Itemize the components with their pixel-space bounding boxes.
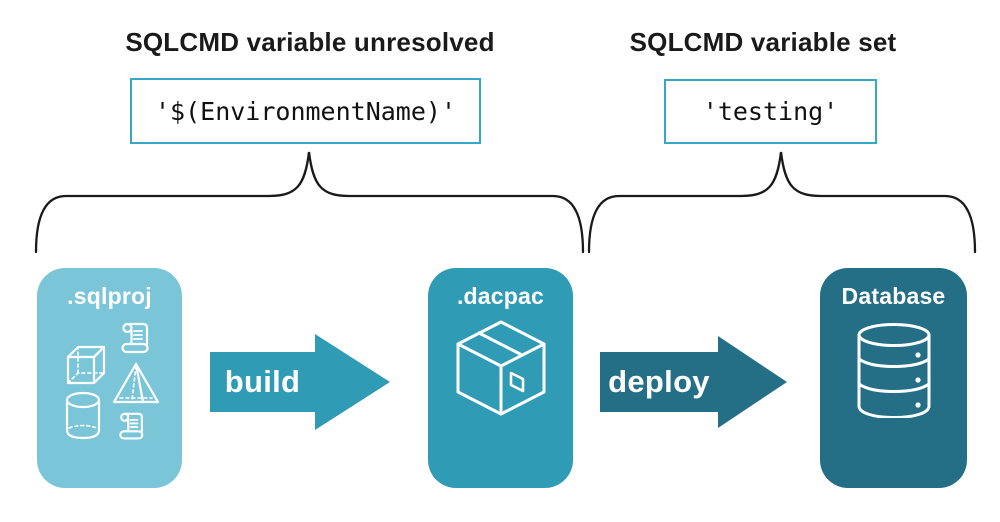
sqlproj-card-label: .sqlproj: [67, 283, 152, 309]
sql-objects-icon: [65, 322, 160, 440]
set-variable-title: SQLCMD variable set: [629, 27, 897, 57]
database-cylinder-icon: [857, 323, 930, 418]
brace-build-scope-icon: [34, 151, 585, 254]
sqlproj-card: .sqlproj: [37, 268, 182, 488]
set-variable-code: 'testing': [702, 97, 839, 126]
build-arrow-label: build: [224, 364, 301, 399]
unresolved-variable-code-box: '$(EnvironmentName)': [130, 78, 481, 144]
brace-deploy-scope-icon: [587, 151, 977, 254]
unresolved-variable-code: '$(EnvironmentName)': [154, 96, 457, 126]
dacpac-card-label: .dacpac: [456, 283, 545, 309]
package-box-icon: [456, 320, 545, 416]
database-card: Database: [820, 268, 967, 488]
build-arrow: [210, 334, 390, 430]
deploy-arrow: [600, 336, 787, 428]
set-variable-code-box: 'testing': [664, 79, 877, 144]
deploy-arrow-label: deploy: [608, 364, 710, 399]
database-card-label: Database: [841, 283, 946, 309]
dacpac-card: .dacpac: [428, 268, 573, 488]
unresolved-variable-title: SQLCMD variable unresolved: [125, 27, 495, 57]
